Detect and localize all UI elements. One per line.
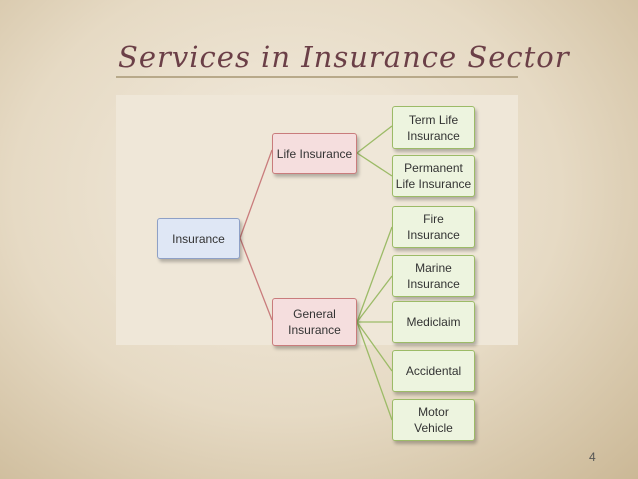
connector-general-to-motor	[356, 321, 393, 421]
branch-node-label: Life Insurance	[276, 146, 353, 161]
leaf-node-label: Accidental	[405, 364, 462, 378]
leaf-node-permanent-life: Permanent Life Insurance	[392, 155, 475, 197]
branch-node-life-insurance: Life Insurance	[272, 133, 357, 174]
branch-node-general-insurance: General Insurance	[272, 298, 357, 346]
leaf-node-mediclaim: Mediclaim	[392, 301, 475, 343]
connector-general-to-marine	[356, 275, 393, 323]
page-number: 4	[589, 450, 596, 464]
connector-root-to-life	[239, 149, 273, 239]
leaf-node-accidental: Accidental	[392, 350, 475, 392]
leaf-node-label: Permanent Life Insurance	[395, 161, 472, 191]
leaf-node-label: Marine Insurance	[407, 261, 460, 291]
title-underline	[116, 76, 518, 78]
connector-root-to-general	[239, 237, 273, 321]
leaf-node-label: Mediclaim	[406, 315, 461, 329]
slide-title: Services in Insurance Sector	[118, 40, 570, 74]
branch-node-label: General Insurance	[288, 307, 341, 337]
connector-general-to-fire	[356, 226, 393, 323]
root-node-insurance: Insurance	[157, 218, 240, 259]
leaf-node-motor-vehicle: Motor Vehicle	[392, 399, 475, 441]
leaf-node-label: Term Life Insurance	[407, 112, 460, 143]
connector-general-to-accidental	[356, 321, 393, 372]
leaf-node-fire: Fire Insurance	[392, 206, 475, 248]
leaf-node-label: Motor Vehicle	[414, 405, 453, 435]
leaf-node-label: Fire Insurance	[407, 212, 460, 242]
connector-life-to-termlife	[356, 125, 393, 154]
root-node-label: Insurance	[172, 231, 225, 246]
connector-life-to-permanent	[356, 152, 393, 177]
leaf-node-marine: Marine Insurance	[392, 255, 475, 297]
leaf-node-term-life: Term Life Insurance	[392, 106, 475, 149]
